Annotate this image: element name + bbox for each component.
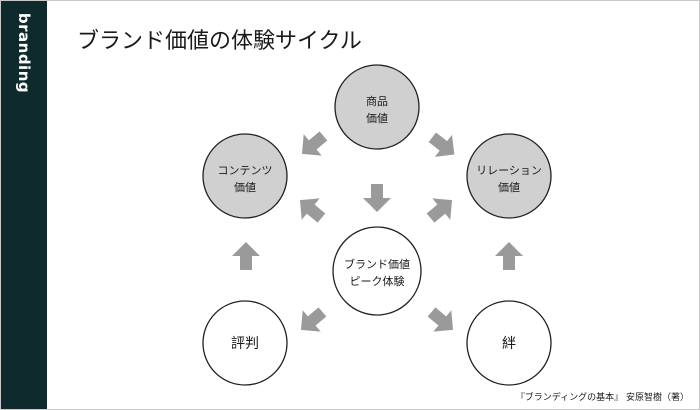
node-product-line1: 商品 (366, 94, 388, 108)
arrow-bond-to-relation (495, 242, 523, 270)
arrow-peak-to-relation (421, 189, 462, 229)
arrow-reputation-to-content (232, 242, 260, 270)
arrow-product-to-peak (363, 184, 391, 212)
node-product-value: 商品 価値 (334, 64, 420, 150)
arrow-peak-to-reputation (291, 301, 332, 341)
node-bond-label: 絆 (502, 336, 516, 352)
node-brand-peak: ブランド価値 ピーク体験 (332, 226, 422, 316)
node-content-line2: 価値 (234, 181, 256, 194)
node-bond: 絆 (466, 300, 552, 386)
node-relation-value: リレーション 価値 (466, 133, 552, 219)
node-reputation: 評判 (202, 300, 288, 386)
node-peak-line1: ブランド価値 (344, 257, 410, 271)
node-content-value: コンテンツ 価値 (202, 133, 288, 219)
arrow-peak-to-content (290, 189, 331, 229)
node-relation-line1: リレーション (476, 164, 542, 177)
node-peak-line2: ピーク体験 (350, 274, 405, 288)
node-relation-line2: 価値 (498, 181, 520, 194)
node-reputation-label: 評判 (231, 336, 259, 352)
page-title: ブランド価値の体験サイクル (77, 29, 362, 54)
citation: 『ブランディングの基本』 安原智樹（著） (515, 393, 689, 403)
node-product-line2: 価値 (366, 112, 388, 125)
arrow-product-to-relation (423, 126, 464, 166)
arrow-peak-to-bond (422, 301, 463, 341)
node-content-line1: コンテンツ (218, 164, 273, 177)
sidebar: branding (1, 1, 47, 409)
arrow-product-to-content (292, 125, 333, 165)
